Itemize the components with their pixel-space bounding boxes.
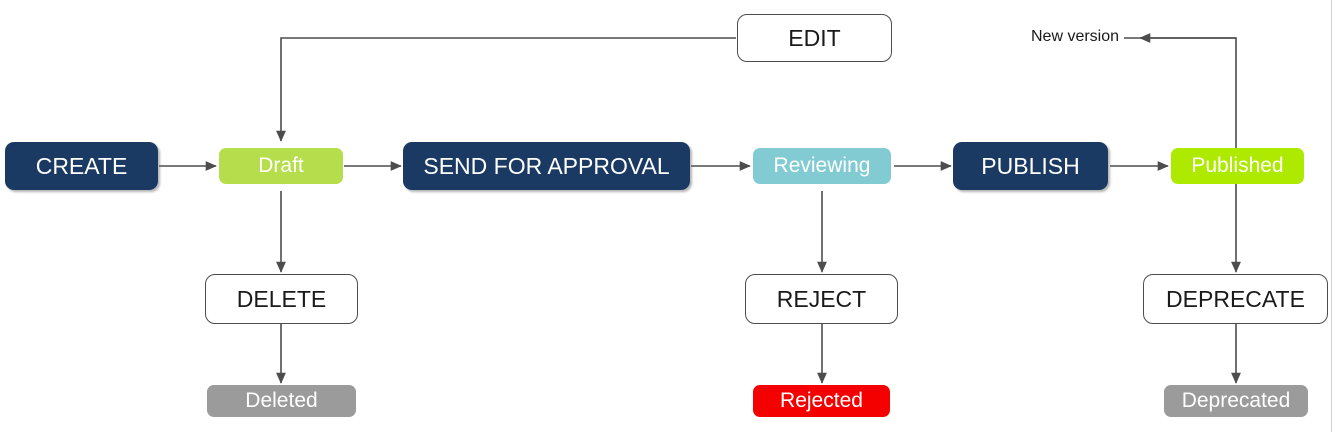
node-rejected[interactable]: Rejected (753, 385, 890, 417)
node-deprecated-label: Deprecated (1181, 388, 1291, 412)
node-published-label: Published (1191, 153, 1284, 177)
node-send-for-approval[interactable]: SEND FOR APPROVAL (403, 142, 690, 190)
node-delete[interactable]: DELETE (205, 274, 358, 324)
node-deprecated[interactable]: Deprecated (1164, 385, 1308, 417)
node-reviewing[interactable]: Reviewing (753, 148, 891, 184)
node-deprecate-label: DEPRECATE (1166, 285, 1305, 312)
node-delete-label: DELETE (236, 285, 327, 312)
node-edit[interactable]: EDIT (737, 14, 892, 62)
node-rejected-label: Rejected (780, 388, 863, 412)
node-draft[interactable]: Draft (219, 148, 343, 184)
node-deleted[interactable]: Deleted (207, 385, 356, 417)
edge-label-new-version: New version (1026, 28, 1125, 46)
node-reject-label: REJECT (776, 285, 867, 312)
node-deprecate[interactable]: DEPRECATE (1143, 274, 1328, 324)
node-publish-label: PUBLISH (981, 152, 1080, 179)
node-deleted-label: Deleted (245, 388, 318, 412)
node-published[interactable]: Published (1171, 148, 1304, 184)
node-edit-label: EDIT (788, 24, 841, 51)
node-draft-label: Draft (258, 153, 304, 177)
node-publish[interactable]: PUBLISH (953, 142, 1108, 190)
node-create-label: CREATE (35, 152, 128, 179)
edge-edit-to-draft (276, 37, 736, 142)
page-right-rule (1331, 0, 1332, 432)
node-reject[interactable]: REJECT (745, 274, 898, 324)
node-reviewing-label: Reviewing (773, 153, 871, 177)
node-send-for-approval-label: SEND FOR APPROVAL (423, 152, 670, 179)
node-create[interactable]: CREATE (5, 142, 158, 190)
